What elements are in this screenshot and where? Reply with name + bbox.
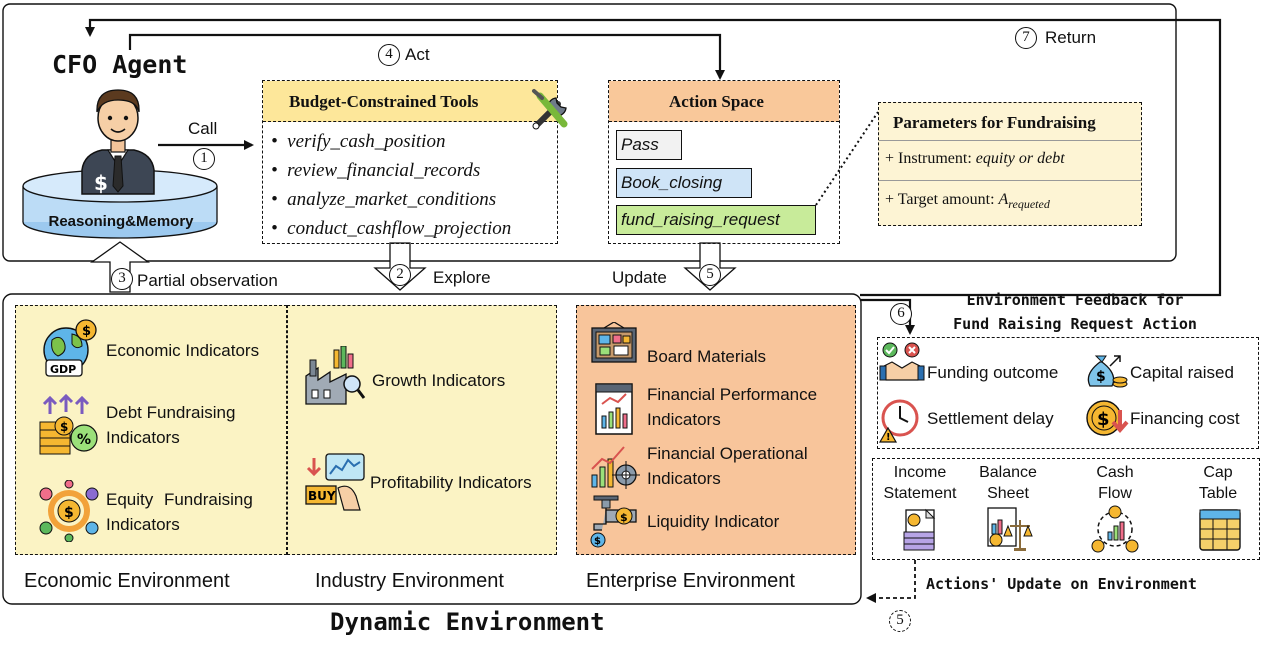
- tool-item: • verify_cash_position: [271, 131, 446, 152]
- tool-item: • analyze_market_conditions: [271, 189, 497, 210]
- board-materials-label: Board Materials: [647, 347, 767, 366]
- cap-table-icon: [1199, 509, 1241, 551]
- svg-text:$: $: [594, 536, 601, 547]
- dynamic-environment-title: Dynamic Environment: [330, 608, 605, 636]
- financing-cost-label: Financing cost: [1130, 409, 1240, 428]
- svg-text:GDP: GDP: [50, 363, 76, 376]
- observe-label: Partial observation: [137, 271, 278, 290]
- action-space-title: Action Space: [669, 92, 764, 111]
- income-statement-icon: [903, 508, 936, 551]
- funding-outcome-label: Funding outcome: [927, 363, 1059, 382]
- svg-text:$: $: [60, 420, 68, 434]
- step-2-badge: 2: [389, 264, 411, 286]
- explore-label: Explore: [433, 268, 491, 287]
- svg-text:$: $: [94, 171, 108, 195]
- settlement-delay-label: Settlement delay: [927, 409, 1054, 428]
- call-label: Call: [188, 119, 218, 138]
- action-book-closing-button[interactable]: Book_closing: [616, 168, 752, 198]
- action-pass-button[interactable]: Pass: [616, 130, 682, 160]
- financial-operational-icon: [591, 446, 640, 489]
- feedback-title: Environment Feedback for Fund Raising Re…: [953, 291, 1197, 333]
- statements-box: [872, 458, 1260, 560]
- svg-text:!: !: [886, 432, 891, 443]
- enterprise-env-label: Enterprise Environment: [586, 570, 795, 592]
- svg-text:$: $: [1097, 409, 1110, 430]
- financial-performance-label: Financial Performance Indicators: [647, 385, 818, 429]
- clock-warning-icon: !: [878, 399, 919, 443]
- step-5-bottom-badge: 5: [889, 610, 911, 632]
- step-7-badge: 7: [1015, 27, 1037, 49]
- feedback-box: [877, 337, 1259, 449]
- board-materials-icon: [591, 322, 637, 363]
- agent-base-label: Reasoning&Memory: [48, 213, 194, 230]
- step-6-badge: 6: [890, 303, 912, 325]
- svg-text:$: $: [620, 511, 628, 524]
- equity-fundraising-label: Equity Fundraising Indicators: [106, 490, 253, 534]
- debt-coins-icon: $ %: [39, 394, 98, 455]
- agent-title: CFO Agent: [52, 50, 188, 79]
- params-box: Parameters for Fundraising + Instrument:…: [878, 102, 1142, 226]
- step-4-badge: 4: [378, 44, 400, 66]
- capital-raised-label: Capital raised: [1130, 363, 1234, 382]
- buy-stock-icon: BUY: [305, 453, 365, 511]
- act-label: Act: [405, 45, 430, 64]
- params-title: Parameters for Fundraising: [893, 113, 1096, 132]
- tool-item: • conduct_cashflow_projection: [271, 218, 512, 239]
- financial-performance-icon: [595, 383, 633, 435]
- cash-flow-label: Cash Flow: [1096, 464, 1134, 502]
- actions-update-caption: Actions' Update on Environment: [926, 575, 1197, 593]
- action-space-header: Action Space: [609, 81, 839, 122]
- svg-text:$: $: [1096, 369, 1106, 385]
- tools-box: Budget-Constrained Tools • verify_cash_p…: [262, 80, 558, 244]
- step-5-badge: 5: [699, 264, 721, 286]
- params-row-amount: + Target amount: Arequeted: [885, 191, 1050, 212]
- step-3-badge: 3: [111, 268, 133, 290]
- income-statement-label: Income Statement: [883, 464, 957, 502]
- equity-network-icon: $: [39, 480, 99, 542]
- capital-bag-icon: $: [1087, 355, 1128, 388]
- growth-indicators-label: Growth Indicators: [372, 371, 506, 390]
- wrench-screwdriver-icon: [532, 89, 568, 130]
- cash-flow-icon: [1091, 505, 1139, 553]
- liquidity-tap-icon: $ $: [590, 495, 637, 548]
- svg-text:$: $: [82, 324, 91, 339]
- cap-table-label: Cap Table: [1198, 464, 1238, 502]
- economic-indicators-label: Economic Indicators: [106, 341, 260, 360]
- return-label: Return: [1045, 28, 1097, 47]
- action-fund-raising-button[interactable]: fund_raising_request: [616, 205, 816, 235]
- balance-sheet-label: Balance Sheet: [979, 464, 1037, 502]
- globe-gdp-icon: $ GDP: [43, 319, 97, 377]
- balance-sheet-icon: [987, 507, 1033, 551]
- industry-env-label: Industry Environment: [315, 570, 504, 592]
- tool-item: • review_financial_records: [271, 160, 481, 181]
- params-row-instrument: + Instrument: equity or debt: [885, 150, 1065, 167]
- step-1-badge: 1: [193, 148, 215, 170]
- cfo-person-icon: $: [81, 89, 155, 195]
- tools-title: Budget-Constrained Tools: [289, 92, 479, 111]
- tools-header: Budget-Constrained Tools: [263, 81, 557, 122]
- profitability-indicators-label: Profitability Indicators: [370, 473, 532, 492]
- svg-text:BUY: BUY: [308, 489, 336, 503]
- update-label: Update: [612, 268, 667, 287]
- financial-operational-label: Financial Operational Indicators: [647, 444, 808, 488]
- financing-cost-icon: $: [1086, 400, 1129, 436]
- debt-fundraising-label: Debt Fundraising Indicators: [106, 403, 236, 447]
- svg-text:$: $: [64, 505, 74, 521]
- factory-growth-icon: [305, 346, 366, 405]
- action-space-box: Action Space: [608, 80, 840, 244]
- svg-text:%: %: [77, 432, 91, 448]
- industry-panel: [287, 305, 557, 555]
- handshake-icon: [879, 342, 925, 381]
- economic-env-label: Economic Environment: [24, 570, 230, 592]
- liquidity-indicator-label: Liquidity Indicator: [647, 512, 780, 531]
